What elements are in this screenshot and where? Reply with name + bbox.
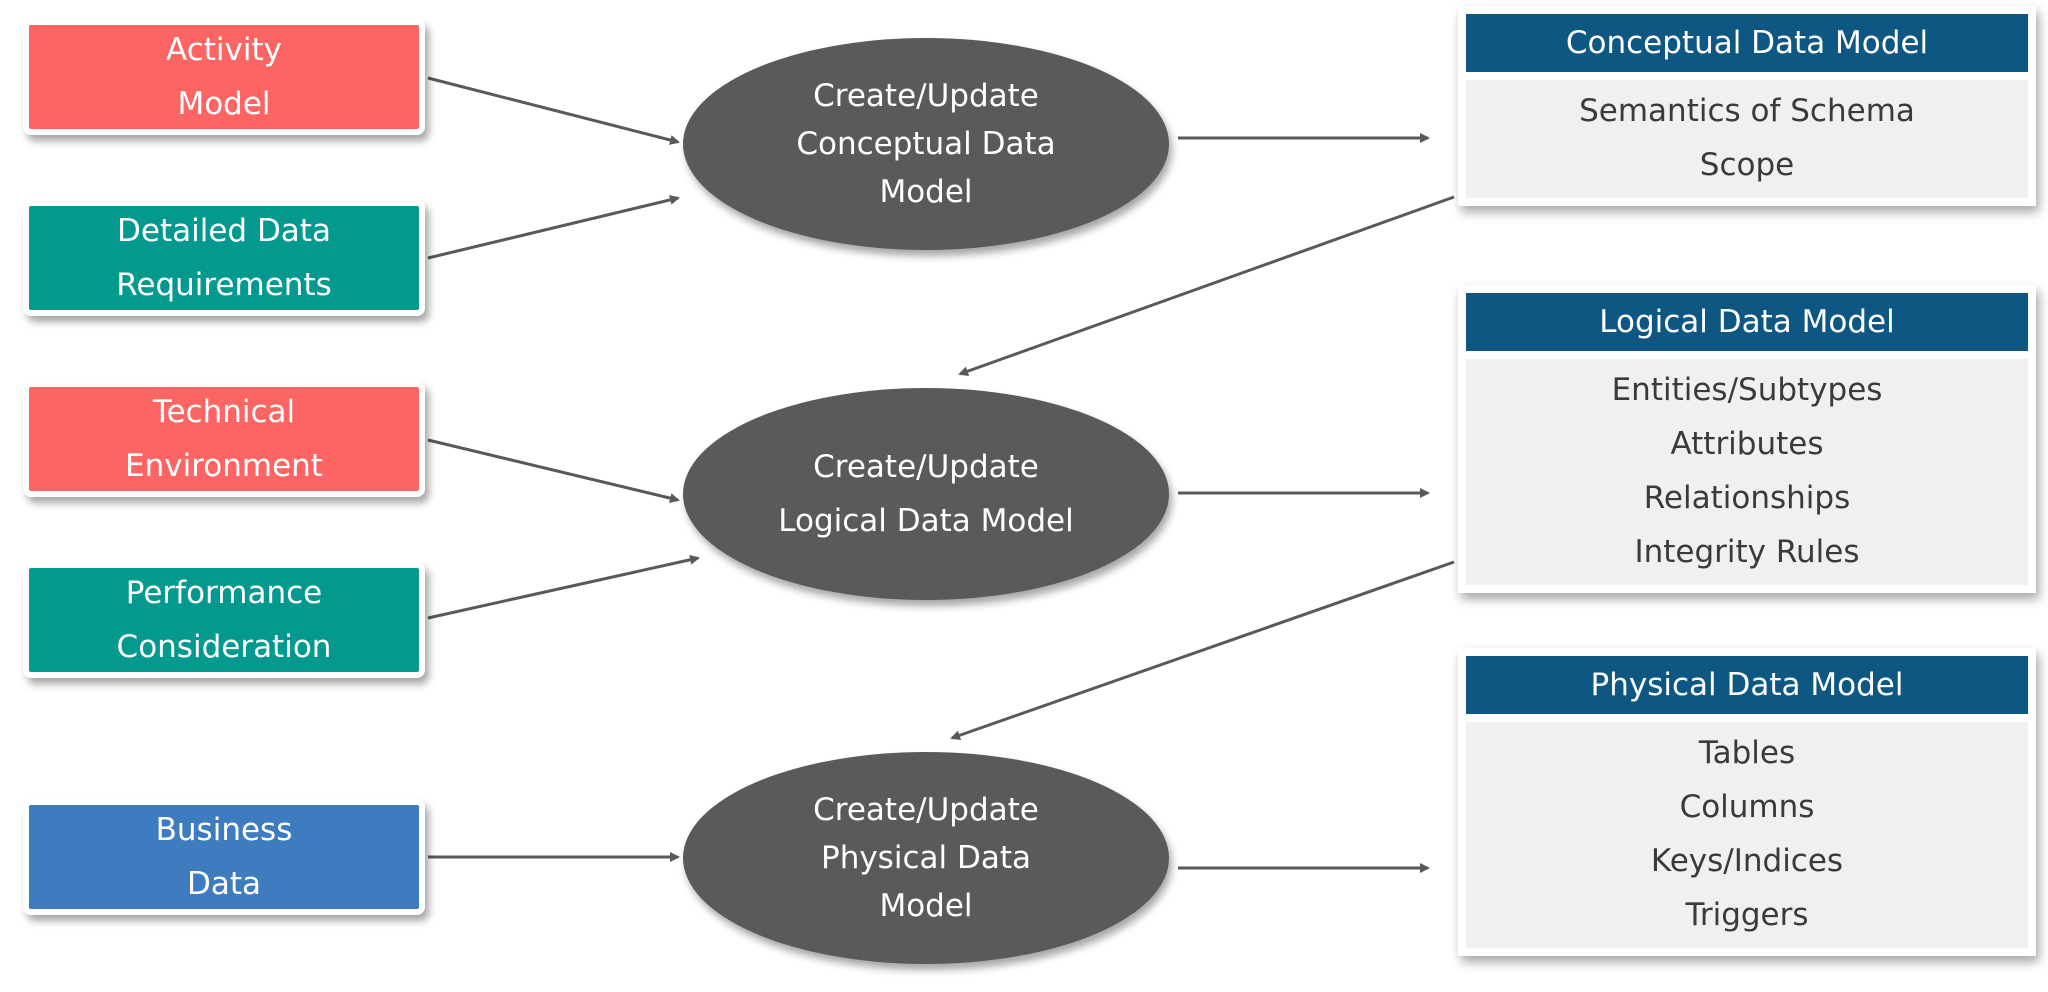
arrow-activity-to-conceptual (427, 76, 680, 145)
input-activity-model: Activity Model (23, 19, 425, 135)
input-label-line: Detailed Data (117, 213, 331, 249)
model-item: Keys/Indices (1650, 843, 1844, 879)
model-items: Entities/Subtypes Attributes Relationshi… (1466, 359, 2028, 585)
arrow-performance-to-logical (427, 554, 700, 620)
process-label-line: Model (879, 888, 973, 924)
input-label-line: Activity (166, 32, 282, 68)
process-logical: Create/Update Logical Data Model (683, 388, 1169, 600)
process-label-line: Create/Update (813, 78, 1039, 114)
process-label-line: Create/Update (813, 449, 1039, 485)
model-title: Conceptual Data Model (1466, 14, 2028, 72)
model-item: Columns (1679, 789, 1815, 825)
model-item: Relationships (1643, 480, 1851, 516)
input-performance-consideration: Performance Consideration (23, 562, 425, 678)
process-label-line: Model (879, 174, 973, 210)
input-business-data: Business Data (23, 799, 425, 915)
input-label-line: Performance (125, 575, 323, 611)
model-items: Semantics of Schema Scope (1466, 80, 2028, 198)
process-conceptual: Create/Update Conceptual Data Model (683, 38, 1169, 250)
model-item: Entities/Subtypes (1611, 372, 1883, 408)
model-item: Integrity Rules (1634, 534, 1860, 570)
input-technical-environment: Technical Environment (23, 381, 425, 497)
process-physical: Create/Update Physical Data Model (683, 752, 1169, 964)
model-items: Tables Columns Keys/Indices Triggers (1466, 722, 2028, 948)
process-label-line: Logical Data Model (778, 503, 1074, 539)
model-title: Logical Data Model (1466, 293, 2028, 351)
model-panel-physical: Physical Data Model Tables Columns Keys/… (1458, 648, 2036, 956)
input-detailed-data-requirements: Detailed Data Requirements (23, 200, 425, 316)
input-label-line: Technical (152, 394, 296, 430)
model-title: Physical Data Model (1466, 656, 2028, 714)
model-item: Tables (1698, 735, 1796, 771)
arrow-requirements-to-conceptual (427, 195, 680, 260)
model-item: Semantics of Schema (1579, 93, 1915, 129)
arrow-technical-to-logical (427, 438, 680, 503)
model-item: Triggers (1685, 897, 1809, 933)
model-item: Scope (1699, 147, 1795, 183)
input-label-line: Business (155, 812, 293, 848)
input-label-line: Consideration (116, 629, 332, 665)
input-label-line: Data (186, 866, 261, 902)
input-label-line: Model (177, 86, 271, 122)
model-panel-logical: Logical Data Model Entities/Subtypes Att… (1458, 285, 2036, 593)
model-panel-conceptual: Conceptual Data Model Semantics of Schem… (1458, 6, 2036, 206)
model-item: Attributes (1670, 426, 1824, 462)
process-label-line: Physical Data (821, 840, 1031, 876)
input-label-line: Requirements (116, 267, 332, 303)
input-label-line: Environment (125, 448, 323, 484)
process-label-line: Conceptual Data (796, 126, 1056, 162)
process-label-line: Create/Update (813, 792, 1039, 828)
